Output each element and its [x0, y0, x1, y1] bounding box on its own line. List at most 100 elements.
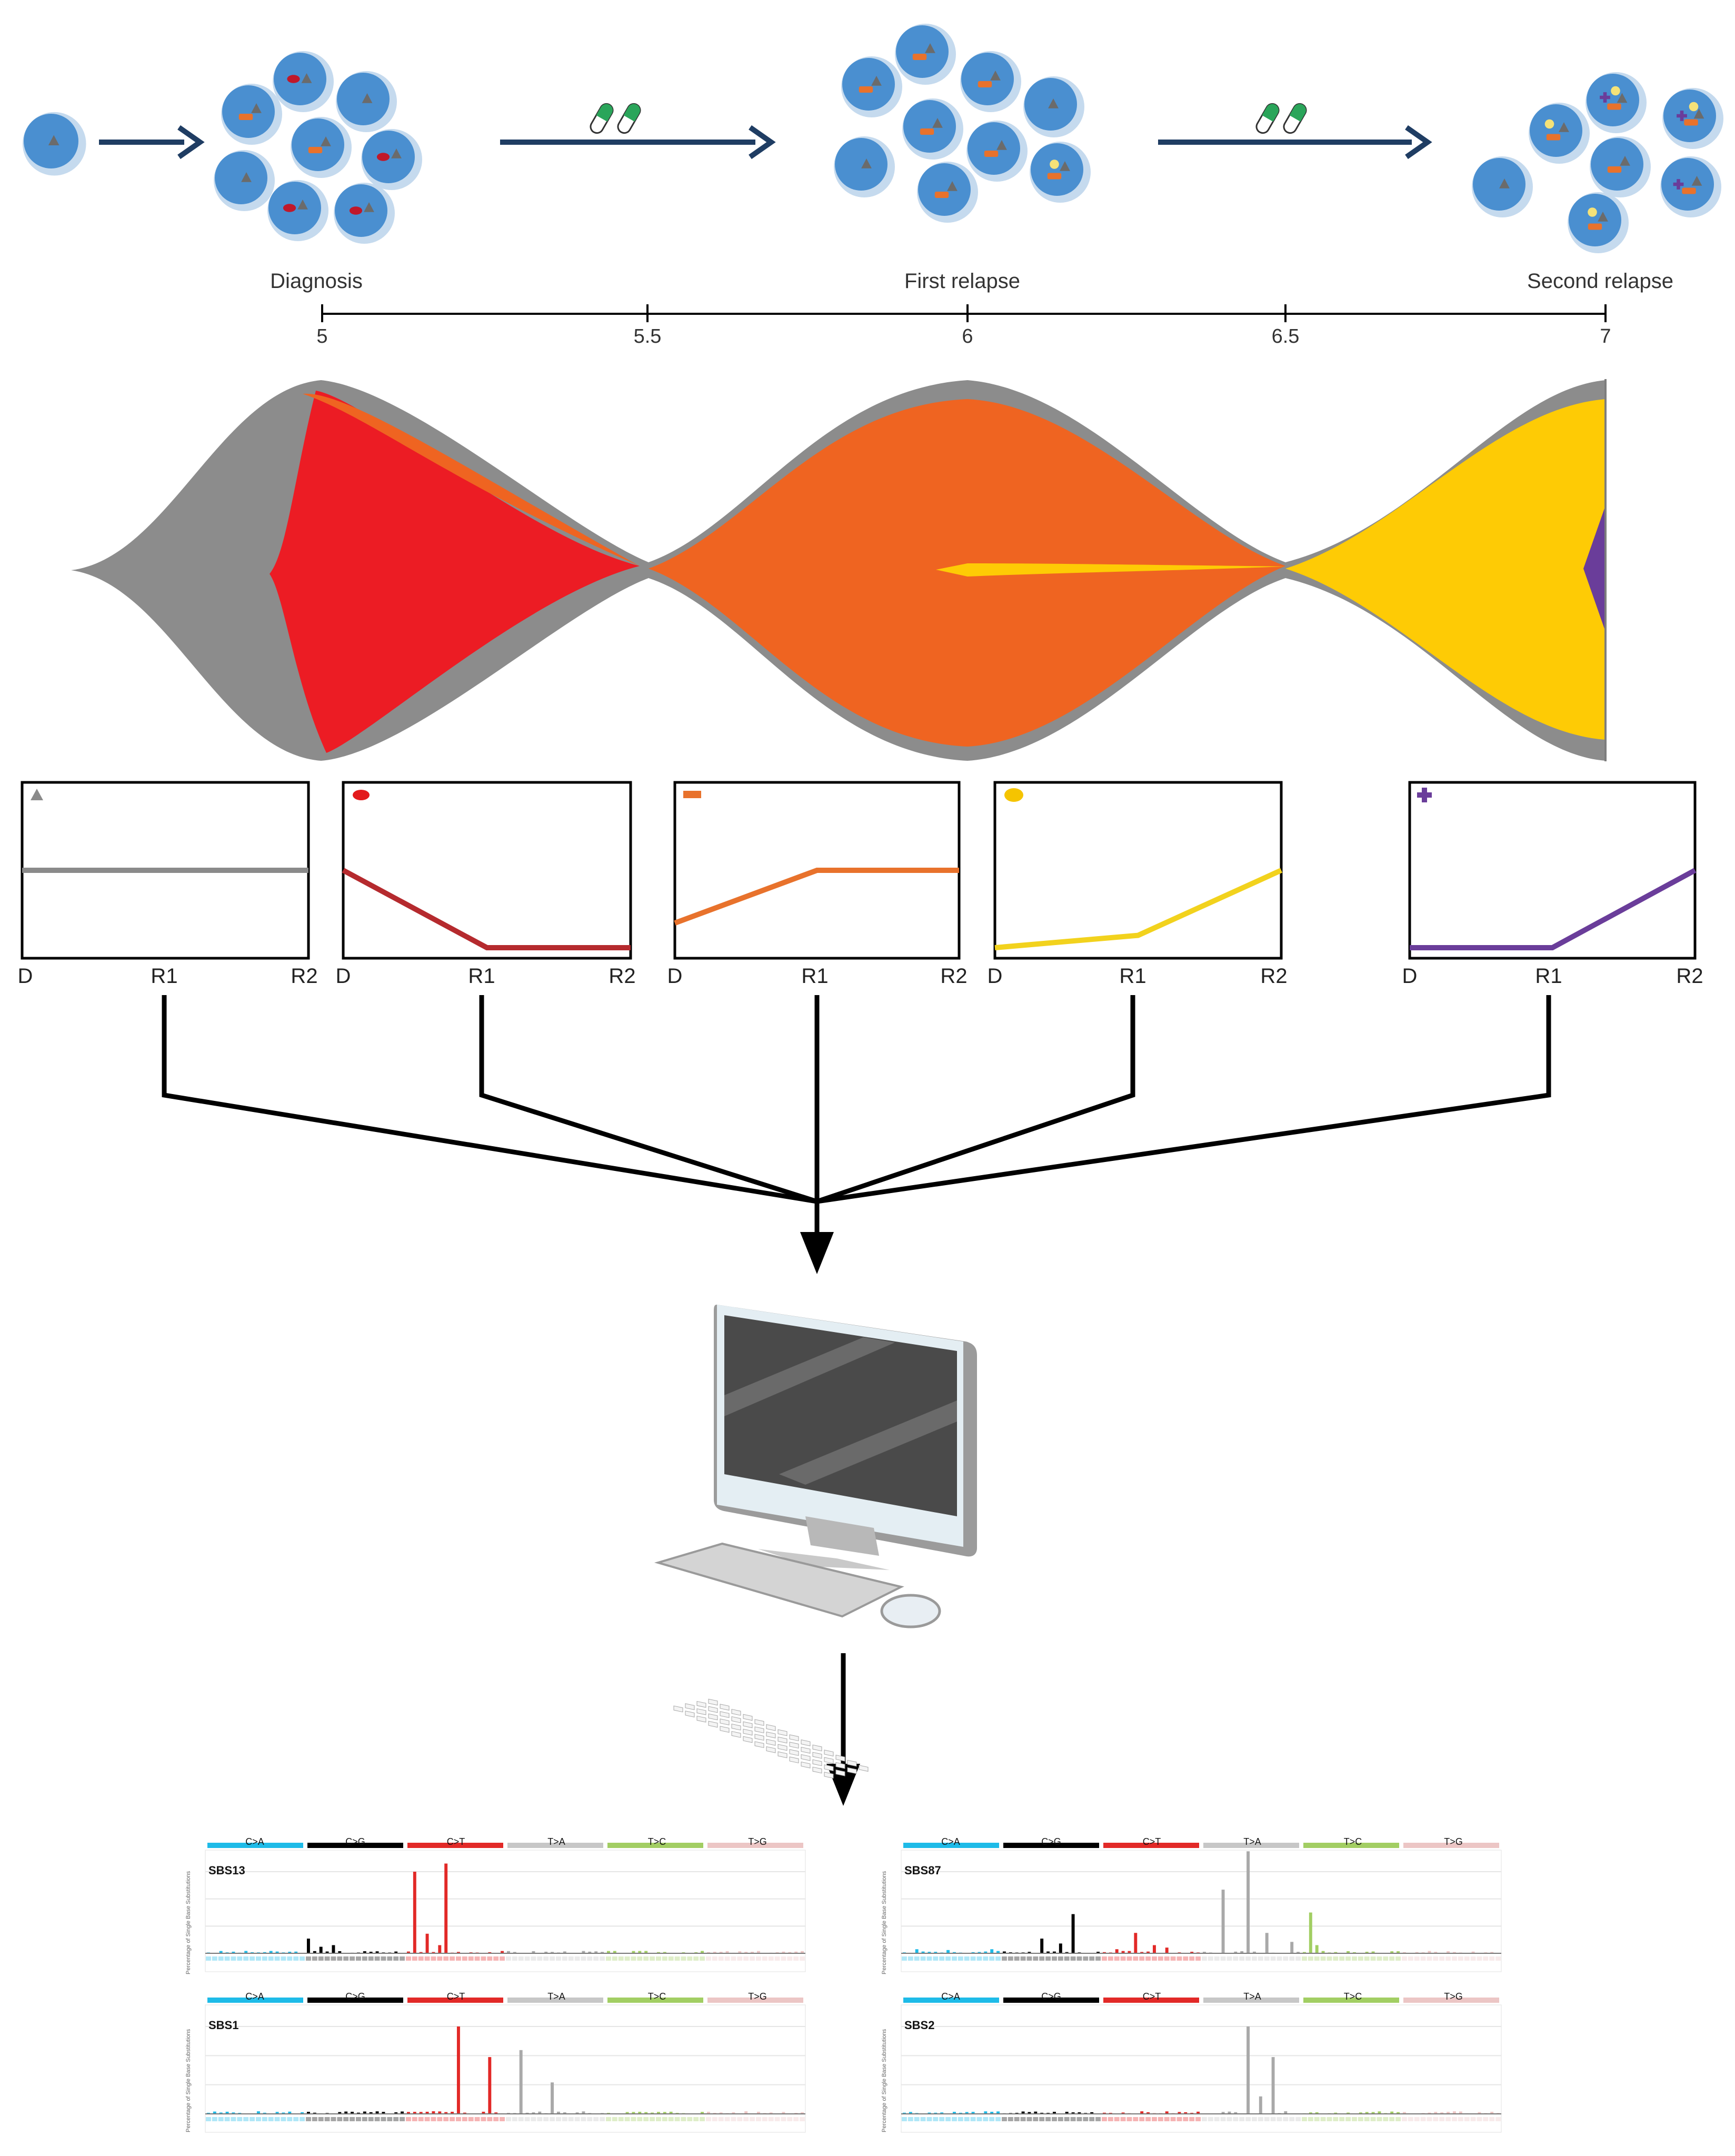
context-tick	[1402, 2117, 1407, 2121]
context-tick	[1283, 2117, 1288, 2121]
context-tick	[1258, 1956, 1263, 1961]
context-tick	[1264, 1956, 1270, 1961]
orange-marker	[1608, 166, 1621, 173]
context-tick	[375, 1956, 380, 1961]
context-tick	[587, 1956, 592, 1961]
context-tick	[287, 1956, 292, 1961]
signature-bar	[551, 2082, 554, 2114]
context-tick	[1277, 1956, 1282, 1961]
orange-marker	[683, 791, 701, 798]
context-tick	[693, 2117, 699, 2121]
fish-yellow-clone	[1285, 399, 1606, 740]
context-tick	[1264, 2117, 1270, 2121]
context-tick	[1495, 2117, 1501, 2121]
context-tick	[656, 1956, 661, 1961]
category-label: T>A	[547, 1836, 565, 1847]
context-tick	[312, 1956, 317, 1961]
context-tick	[989, 2117, 994, 2121]
signature-plot	[205, 1998, 805, 2132]
context-tick	[681, 1956, 686, 1961]
context-tick	[908, 1956, 913, 1961]
context-tick	[431, 2117, 436, 2121]
context-tick	[762, 1956, 767, 1961]
context-tick	[537, 1956, 542, 1961]
arrow-1	[99, 127, 200, 157]
key	[755, 1720, 764, 1726]
clone-panels	[22, 782, 1695, 958]
cell-icon	[895, 24, 956, 85]
key	[755, 1727, 764, 1733]
context-tick	[1477, 2117, 1482, 2121]
key	[801, 1747, 810, 1754]
context-tick	[1133, 1956, 1138, 1961]
signature-bar	[1265, 1933, 1269, 1953]
yellow-marker	[1588, 207, 1597, 217]
context-tick	[1239, 2117, 1244, 2121]
cell-body	[918, 163, 971, 216]
context-tick	[1483, 1956, 1488, 1961]
context-tick	[756, 1956, 761, 1961]
context-tick	[1252, 1956, 1257, 1961]
key	[709, 1714, 717, 1720]
context-tick	[418, 2117, 424, 2121]
red-marker	[350, 206, 362, 214]
context-tick	[281, 1956, 286, 1961]
panel2-label-d: D	[336, 965, 351, 988]
context-tick	[562, 2117, 567, 2121]
context-tick	[206, 2117, 211, 2121]
category-label: C>A	[245, 1991, 264, 2002]
timeline-axis	[322, 304, 1606, 322]
context-tick	[1258, 2117, 1263, 2121]
key	[732, 1709, 741, 1715]
cell-icon	[1472, 156, 1533, 217]
context-tick	[287, 2117, 292, 2121]
context-tick	[575, 1956, 580, 1961]
context-tick	[1202, 1956, 1207, 1961]
context-tick	[1139, 1956, 1144, 1961]
category-label: T>A	[1243, 1991, 1261, 2002]
context-tick	[1345, 2117, 1351, 2121]
context-tick	[1464, 1956, 1470, 1961]
context-tick	[743, 2117, 749, 2121]
context-tick	[606, 2117, 611, 2121]
context-tick	[1383, 2117, 1388, 2121]
context-tick	[1302, 1956, 1307, 1961]
red-marker	[287, 75, 300, 83]
context-tick	[1339, 1956, 1344, 1961]
signature-name: SBS13	[208, 1864, 245, 1877]
clone-panel-triangle	[22, 782, 308, 958]
context-tick	[556, 2117, 561, 2121]
cell-body	[337, 73, 390, 125]
context-tick	[1039, 1956, 1044, 1961]
signature-bar	[1309, 1913, 1312, 1954]
panel4-label-r1: R1	[1119, 965, 1146, 988]
key	[720, 1726, 729, 1733]
context-tick	[569, 2117, 574, 2121]
key	[709, 1699, 717, 1705]
context-tick	[1202, 2117, 1207, 2121]
orange-marker	[1684, 119, 1698, 125]
context-tick	[1102, 2117, 1107, 2121]
signature-bar	[1059, 1943, 1062, 1953]
context-tick	[1471, 1956, 1476, 1961]
cell-body	[222, 85, 275, 138]
context-tick	[1183, 2117, 1188, 2121]
key	[766, 1732, 775, 1738]
context-tick	[393, 1956, 398, 1961]
context-tick	[995, 1956, 1001, 1961]
tick-label: 7	[1600, 325, 1611, 348]
cell-body	[1663, 90, 1716, 142]
context-tick	[700, 1956, 705, 1961]
signature-plot	[901, 1998, 1501, 2132]
key	[778, 1744, 787, 1751]
context-tick	[212, 2117, 217, 2121]
red-marker	[377, 153, 390, 161]
key	[743, 1722, 752, 1728]
context-tick	[543, 2117, 549, 2121]
key	[813, 1767, 822, 1773]
context-tick	[1008, 2117, 1013, 2121]
context-tick	[775, 2117, 780, 2121]
context-tick	[1208, 2117, 1213, 2121]
context-tick	[1295, 1956, 1301, 1961]
context-tick	[1358, 1956, 1363, 1961]
